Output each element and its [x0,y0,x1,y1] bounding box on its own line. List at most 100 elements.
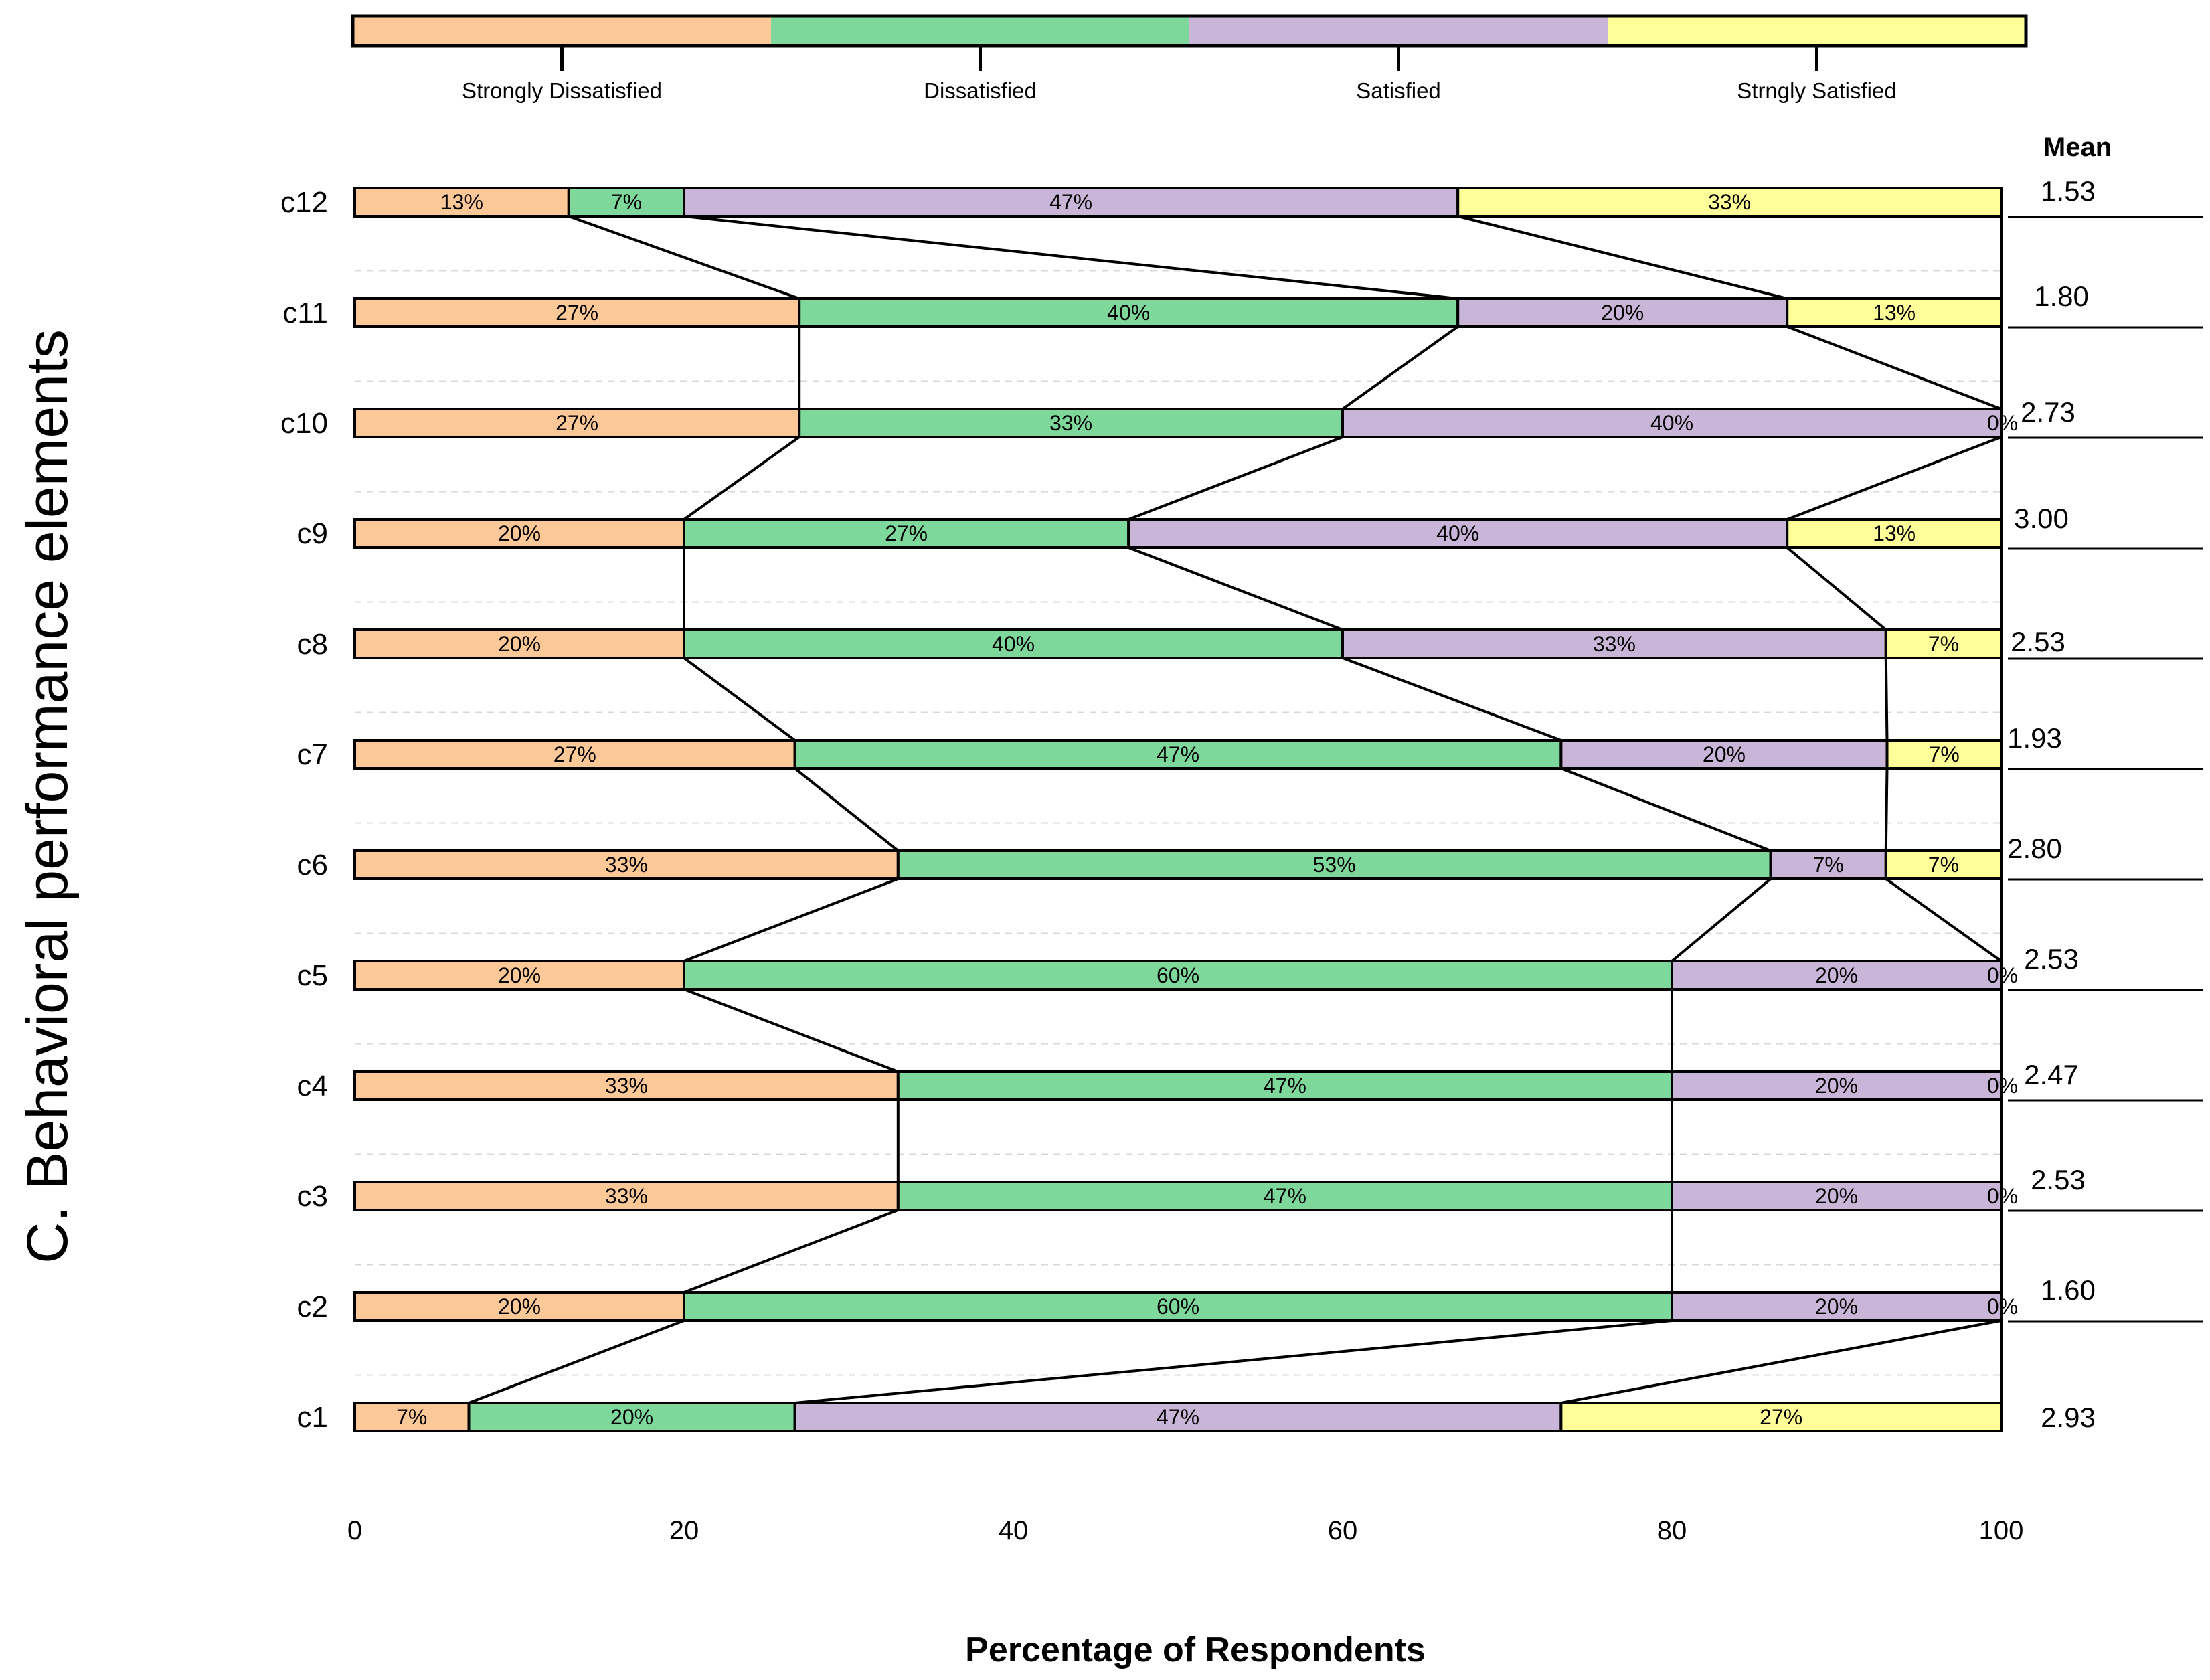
connector-line [1561,1319,2002,1404]
mean-value: 1.53 [2041,175,2096,207]
bar-segment [1341,408,2003,438]
row-label: c7 [297,738,328,771]
percent-label: 20% [498,632,541,656]
connector-line [1884,657,1889,741]
bar-segment [793,739,1563,770]
x-tick-label: 0 [347,1516,362,1545]
bar-segment [1786,297,2003,328]
percent-label: 40% [992,632,1035,656]
percent-label: 33% [1049,411,1092,435]
row-label: c11 [282,297,328,329]
legend-frame [351,14,2028,48]
row-label: c9 [297,517,328,550]
connector-line [1128,546,1343,631]
percent-label: 0% [1987,963,2018,987]
percent-label: 33% [1593,632,1636,656]
legend-label: Strngly Satisfied [1737,78,1896,103]
connector-line [794,767,900,852]
percent-label: 20% [1815,1294,1858,1319]
bar-segment [683,187,1460,218]
legend-swatch [771,16,1189,46]
x-axis-title: Percentage of Respondents [965,1630,1426,1669]
legend-swatch [1189,16,1608,46]
mean-value: 1.93 [2007,722,2062,754]
bar-segment [353,960,685,991]
bar-segment [1559,1402,2003,1432]
bar-segment [1884,628,2003,659]
percent-label: 20% [1601,301,1644,325]
percent-label: 20% [1815,963,1858,987]
connector-lines [468,188,2003,1431]
row-label: c12 [280,186,328,219]
percent-label: 27% [556,301,598,325]
percent-label: 20% [498,963,541,987]
bar-segment [683,518,1130,549]
legend-swatch [1608,16,2026,46]
percent-label: 53% [1313,853,1356,877]
percent-label: 27% [1760,1405,1802,1429]
bar-segment [353,1181,900,1211]
bar-segment [353,739,796,770]
row-label: c1 [297,1401,328,1434]
bar-segment [353,628,685,659]
x-tick-label: 20 [669,1516,699,1545]
percent-label: 13% [1873,301,1916,325]
mean-value: 3.00 [2014,503,2069,534]
connector-line [683,1209,899,1294]
bar-segment [1671,1291,2003,1322]
mean-value: 2.93 [2041,1402,2096,1433]
connector-line [683,988,899,1073]
percent-label: 7% [1928,632,1959,656]
percent-label: 60% [1157,1294,1199,1319]
percent-label: 7% [1813,853,1844,877]
bar-segment [353,849,900,880]
mean-value: 2.53 [2024,943,2079,975]
percent-label: 0% [1987,411,2018,435]
bar-segment [1769,849,1887,880]
percent-label: 0% [1987,1184,2018,1208]
percent-label: 20% [1815,1184,1858,1208]
y-axis-title: C. Behavioral performance elements [15,329,80,1264]
connector-line [1786,546,1887,631]
bar-segment [1884,849,2003,880]
row-label: c3 [297,1180,328,1213]
percent-label: 40% [1107,301,1150,325]
percent-label: 47% [1049,190,1092,214]
percent-label: 33% [1708,190,1751,214]
percent-label: 20% [498,1294,541,1319]
connector-line [794,1319,1673,1404]
legend-label: Dissatisfied [924,78,1037,103]
connector-line [1786,436,2002,521]
connector-line [683,436,800,521]
connector-line [1885,877,2003,962]
connector-line [1128,436,1343,521]
percent-label: 40% [1650,411,1693,435]
percent-label: 27% [556,411,598,435]
bar-segment [1671,960,2003,991]
mean-value: 1.80 [2034,280,2089,312]
percent-labels: 13% 7% 47% 33% 27% 40% 20% 13% 27% 33% 40% 0% 20% 27%… [396,190,2018,1429]
row-label: c2 [297,1290,328,1323]
bar-segment [683,628,1344,659]
percent-label: 60% [1157,963,1199,987]
percent-label: 7% [1929,742,1960,766]
row-label: c6 [297,849,328,881]
percent-label: 13% [1873,521,1916,545]
bar-segment [1127,518,1789,549]
percent-label: 47% [1264,1074,1306,1098]
percent-label: 20% [1703,742,1746,766]
row-label: c10 [280,407,328,440]
percent-label: 40% [1436,521,1479,545]
bar-segment [353,187,570,218]
row-label: c8 [297,628,328,661]
mean-value: 2.53 [2031,1164,2086,1195]
connector-line [568,215,800,300]
percent-label: 33% [605,1184,648,1208]
connector-line [683,877,899,962]
x-tick-label: 80 [1657,1516,1687,1545]
percent-label: 7% [396,1405,427,1429]
percent-label: 20% [610,1405,653,1429]
